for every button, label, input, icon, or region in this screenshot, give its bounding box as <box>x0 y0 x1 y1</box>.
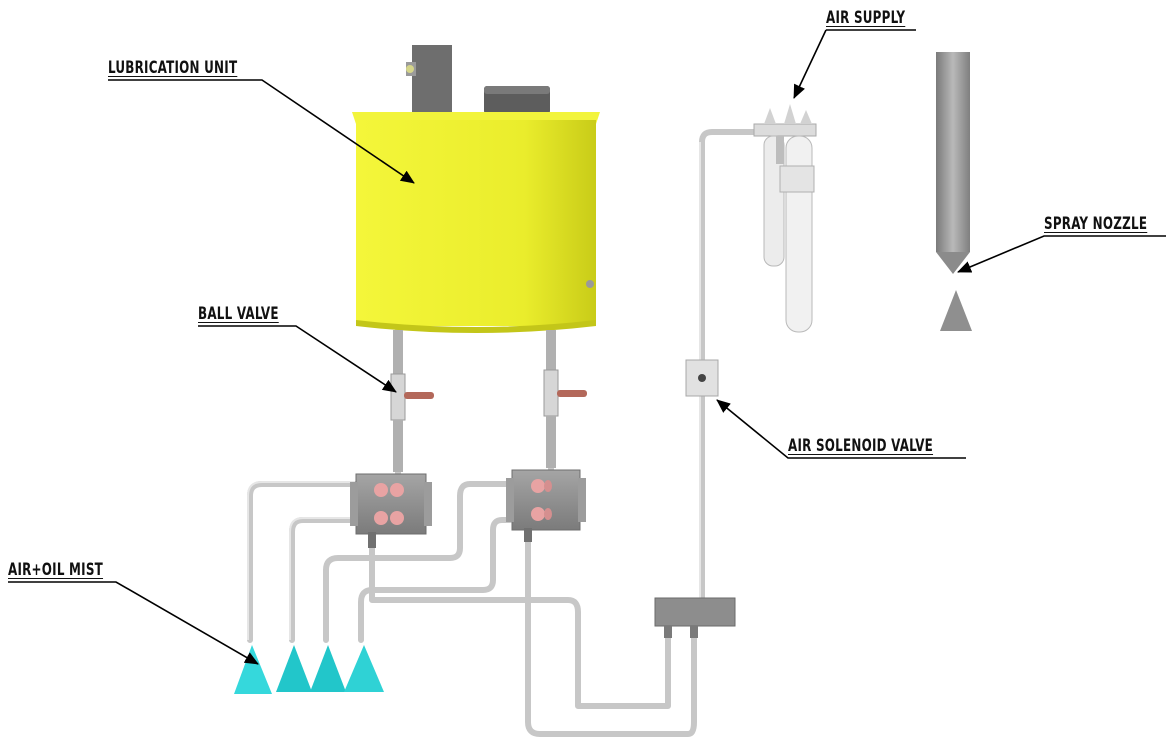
leader-air-solenoid-valve <box>716 399 966 459</box>
pipe-mist-2 <box>289 517 358 643</box>
label-ball-valve: BALL VALVE <box>198 304 279 324</box>
air-manifold <box>654 597 736 638</box>
air-solenoid-valve <box>685 359 719 397</box>
mist-cone-1 <box>234 645 272 694</box>
leader-air-supply <box>794 29 916 98</box>
label-lubrication-unit: LUBRICATION UNIT <box>108 58 238 78</box>
lubrication-unit <box>352 45 600 333</box>
label-air-supply: AIR SUPPLY <box>826 8 906 28</box>
tank-body <box>356 120 596 326</box>
leader-lubrication-unit <box>108 79 415 184</box>
spray-nozzle-cone <box>940 290 972 331</box>
pipe-mist-1 <box>247 481 358 643</box>
ball-valve-right <box>543 330 587 468</box>
mist-cones <box>234 645 384 694</box>
pipe-air-return-1 <box>369 545 671 709</box>
ball-valve-left <box>390 330 434 472</box>
spray-nozzle <box>936 52 972 331</box>
tank-motor-housing <box>412 45 452 113</box>
mist-cone-3 <box>310 645 346 692</box>
leader-ball-valve <box>198 325 397 393</box>
pipe-air-supply <box>699 129 759 363</box>
pipe-air-return-2 <box>525 537 697 737</box>
pipe-mist-4 <box>358 517 513 643</box>
mist-cone-4 <box>344 645 384 692</box>
leader-air-oil-mist <box>8 581 259 665</box>
pipe-mist-3 <box>323 481 513 643</box>
label-air-solenoid-valve: AIR SOLENOID VALVE <box>788 436 934 456</box>
distributor-block-right <box>506 469 586 542</box>
label-air-oil-mist: AIR+OIL MIST <box>8 560 104 580</box>
leader-spray-nozzle <box>957 235 1166 273</box>
distributor-block-left <box>350 473 432 548</box>
mist-cone-2 <box>276 645 312 692</box>
label-spray-nozzle: SPRAY NOZZLE <box>1044 214 1148 234</box>
leader-lines <box>8 29 1166 665</box>
pipes <box>247 129 759 737</box>
air-supply-filter <box>753 104 817 333</box>
